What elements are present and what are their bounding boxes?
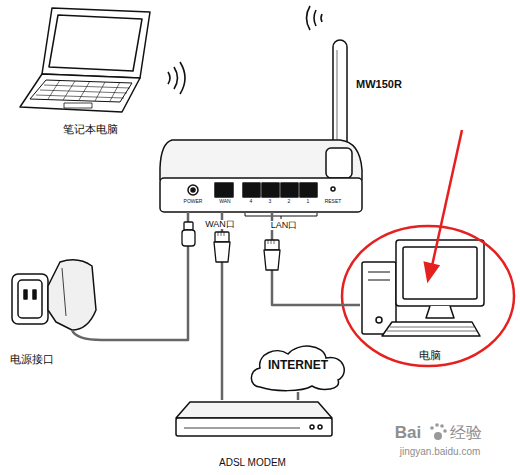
port-group-label: LAN口 [270, 221, 299, 230]
wifi-signal [168, 72, 170, 84]
watermark: Bai [394, 424, 422, 441]
router-drawing [262, 183, 279, 197]
power-adapter-drawing [18, 280, 42, 318]
router-drawing [331, 187, 335, 191]
laptop-drawing [20, 74, 140, 112]
cable-plug [215, 232, 229, 242]
wifi-signal [174, 67, 178, 89]
power-adapter-drawing [24, 290, 27, 299]
internet-cloud: INTERNET [246, 340, 350, 392]
node-label: 笔记本电脑 [63, 123, 118, 136]
wifi-signal [321, 14, 322, 22]
port-label: WAN [218, 199, 231, 204]
watermark: 经验 [449, 425, 483, 441]
wifi-signal [180, 62, 185, 94]
modem-drawing [310, 425, 314, 429]
modem-node: ADSL MODEM [170, 400, 335, 472]
laptop-drawing [64, 103, 92, 108]
cable-plug [182, 230, 195, 246]
watermark-paw [440, 424, 444, 428]
node-label: 电源接口 [10, 353, 54, 366]
watermark: jingyan.baidu.com [399, 447, 482, 457]
node-label: ADSL MODEM [219, 457, 286, 469]
modem-drawing [176, 418, 332, 436]
cable-plug [184, 222, 193, 230]
router-drawing [326, 148, 352, 178]
computer-drawing [362, 240, 484, 336]
computer-drawing [382, 322, 480, 336]
power-adapter-drawing [33, 290, 36, 299]
computer-drawing [426, 306, 454, 318]
computer-node: 电脑 [360, 236, 500, 366]
modem-drawing [176, 402, 332, 436]
laptop-drawing [42, 8, 150, 78]
computer-drawing [387, 327, 477, 331]
router-drawing [281, 183, 298, 197]
node-label: INTERNET [268, 359, 328, 373]
watermark-paw [430, 426, 434, 430]
power-adapter-drawing [72, 330, 102, 340]
highlight-mark [432, 130, 462, 266]
modem-drawing [176, 402, 332, 418]
node-label: MW150R [356, 78, 402, 91]
laptop-node: 笔记本电脑 [20, 4, 160, 140]
cable-plug [214, 242, 230, 262]
power-adapter-drawing [12, 274, 48, 324]
cable [102, 212, 188, 340]
router-drawing [188, 185, 198, 195]
modem-drawing [318, 425, 322, 429]
cable-plug [265, 240, 279, 250]
port-label: RESET [324, 199, 343, 204]
computer-drawing [396, 240, 484, 306]
port-group-label: WAN口 [204, 220, 236, 229]
laptop-drawing [30, 80, 132, 102]
router-drawing [300, 183, 317, 197]
power-adapter-drawing [62, 268, 66, 316]
cable [297, 392, 300, 400]
highlight-mark [425, 263, 438, 280]
router-drawing [191, 188, 195, 192]
port-label: 3 [268, 199, 273, 204]
wifi-signal [314, 10, 316, 26]
wifi-signal [168, 6, 322, 94]
node-label: 电脑 [419, 349, 441, 362]
watermark-paw [434, 432, 442, 440]
port-label: 4 [249, 199, 254, 204]
port-label: 2 [287, 199, 292, 204]
power-adapter-drawing [12, 260, 102, 340]
cable-plug [182, 222, 280, 270]
watermark-paw [443, 429, 447, 433]
router-drawing [160, 178, 362, 212]
watermark-paw [435, 423, 439, 427]
laptop-drawing [49, 15, 142, 71]
modem-drawing [184, 428, 300, 429]
wifi-signal [307, 6, 311, 30]
watermark-paw [430, 423, 447, 440]
computer-drawing [403, 247, 477, 299]
cloud-outline [251, 346, 344, 391]
router-drawing [337, 50, 338, 150]
highlight-mark [342, 226, 514, 366]
cable-plug [218, 232, 224, 236]
computer-drawing [376, 317, 382, 323]
cable-plug [264, 250, 280, 270]
power-adapter-drawing [48, 260, 96, 330]
router-drawing [215, 183, 233, 197]
computer-drawing [368, 272, 390, 280]
highlight-mark [342, 130, 514, 366]
router-drawing [245, 213, 317, 219]
port-label: POWER [183, 199, 204, 204]
router-drawing [243, 183, 260, 197]
port-label: 1 [306, 199, 311, 204]
laptop-drawing [20, 8, 150, 112]
power-node: 电源接口 [6, 252, 102, 370]
cable-plug [268, 240, 274, 244]
laptop-drawing [48, 80, 120, 101]
router-drawing [160, 140, 362, 180]
router-drawing [160, 40, 362, 219]
